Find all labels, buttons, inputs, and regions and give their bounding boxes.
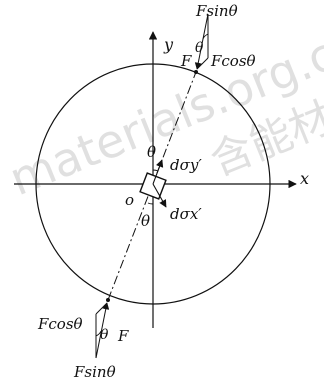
stress-y-arrow: [152, 159, 164, 185]
element-angle-arc: [152, 169, 159, 172]
x-axis-label: x: [300, 169, 309, 188]
bottom-load-point: [106, 298, 110, 302]
origin-label: o: [125, 191, 134, 209]
top-force-triangle: [194, 13, 209, 70]
y-axis-label: y: [163, 35, 174, 54]
top-fsin-label: Fsinθ: [195, 2, 238, 20]
top-fcos-label: Fcosθ: [210, 52, 256, 70]
bottom-force-triangle: [95, 302, 110, 359]
top-theta-label: θ: [195, 40, 204, 56]
bottom-theta-label: θ: [100, 327, 109, 343]
stress-element: [139, 172, 167, 200]
stress-x-arrow: [152, 183, 167, 208]
diameter-angle-arc: [147, 202, 154, 205]
stress-y-label: dσy′: [170, 156, 202, 174]
top-f-label: F: [180, 52, 192, 70]
diameter-theta-label: θ: [141, 212, 150, 230]
bottom-fsin-label: Fsinθ: [73, 363, 116, 381]
bottom-f-label: F: [117, 327, 129, 345]
bottom-fcos-label: Fcosθ: [37, 315, 83, 333]
stress-x-label: dσx′: [170, 205, 202, 223]
element-theta-label: θ: [147, 143, 156, 161]
top-load-point: [194, 70, 198, 74]
